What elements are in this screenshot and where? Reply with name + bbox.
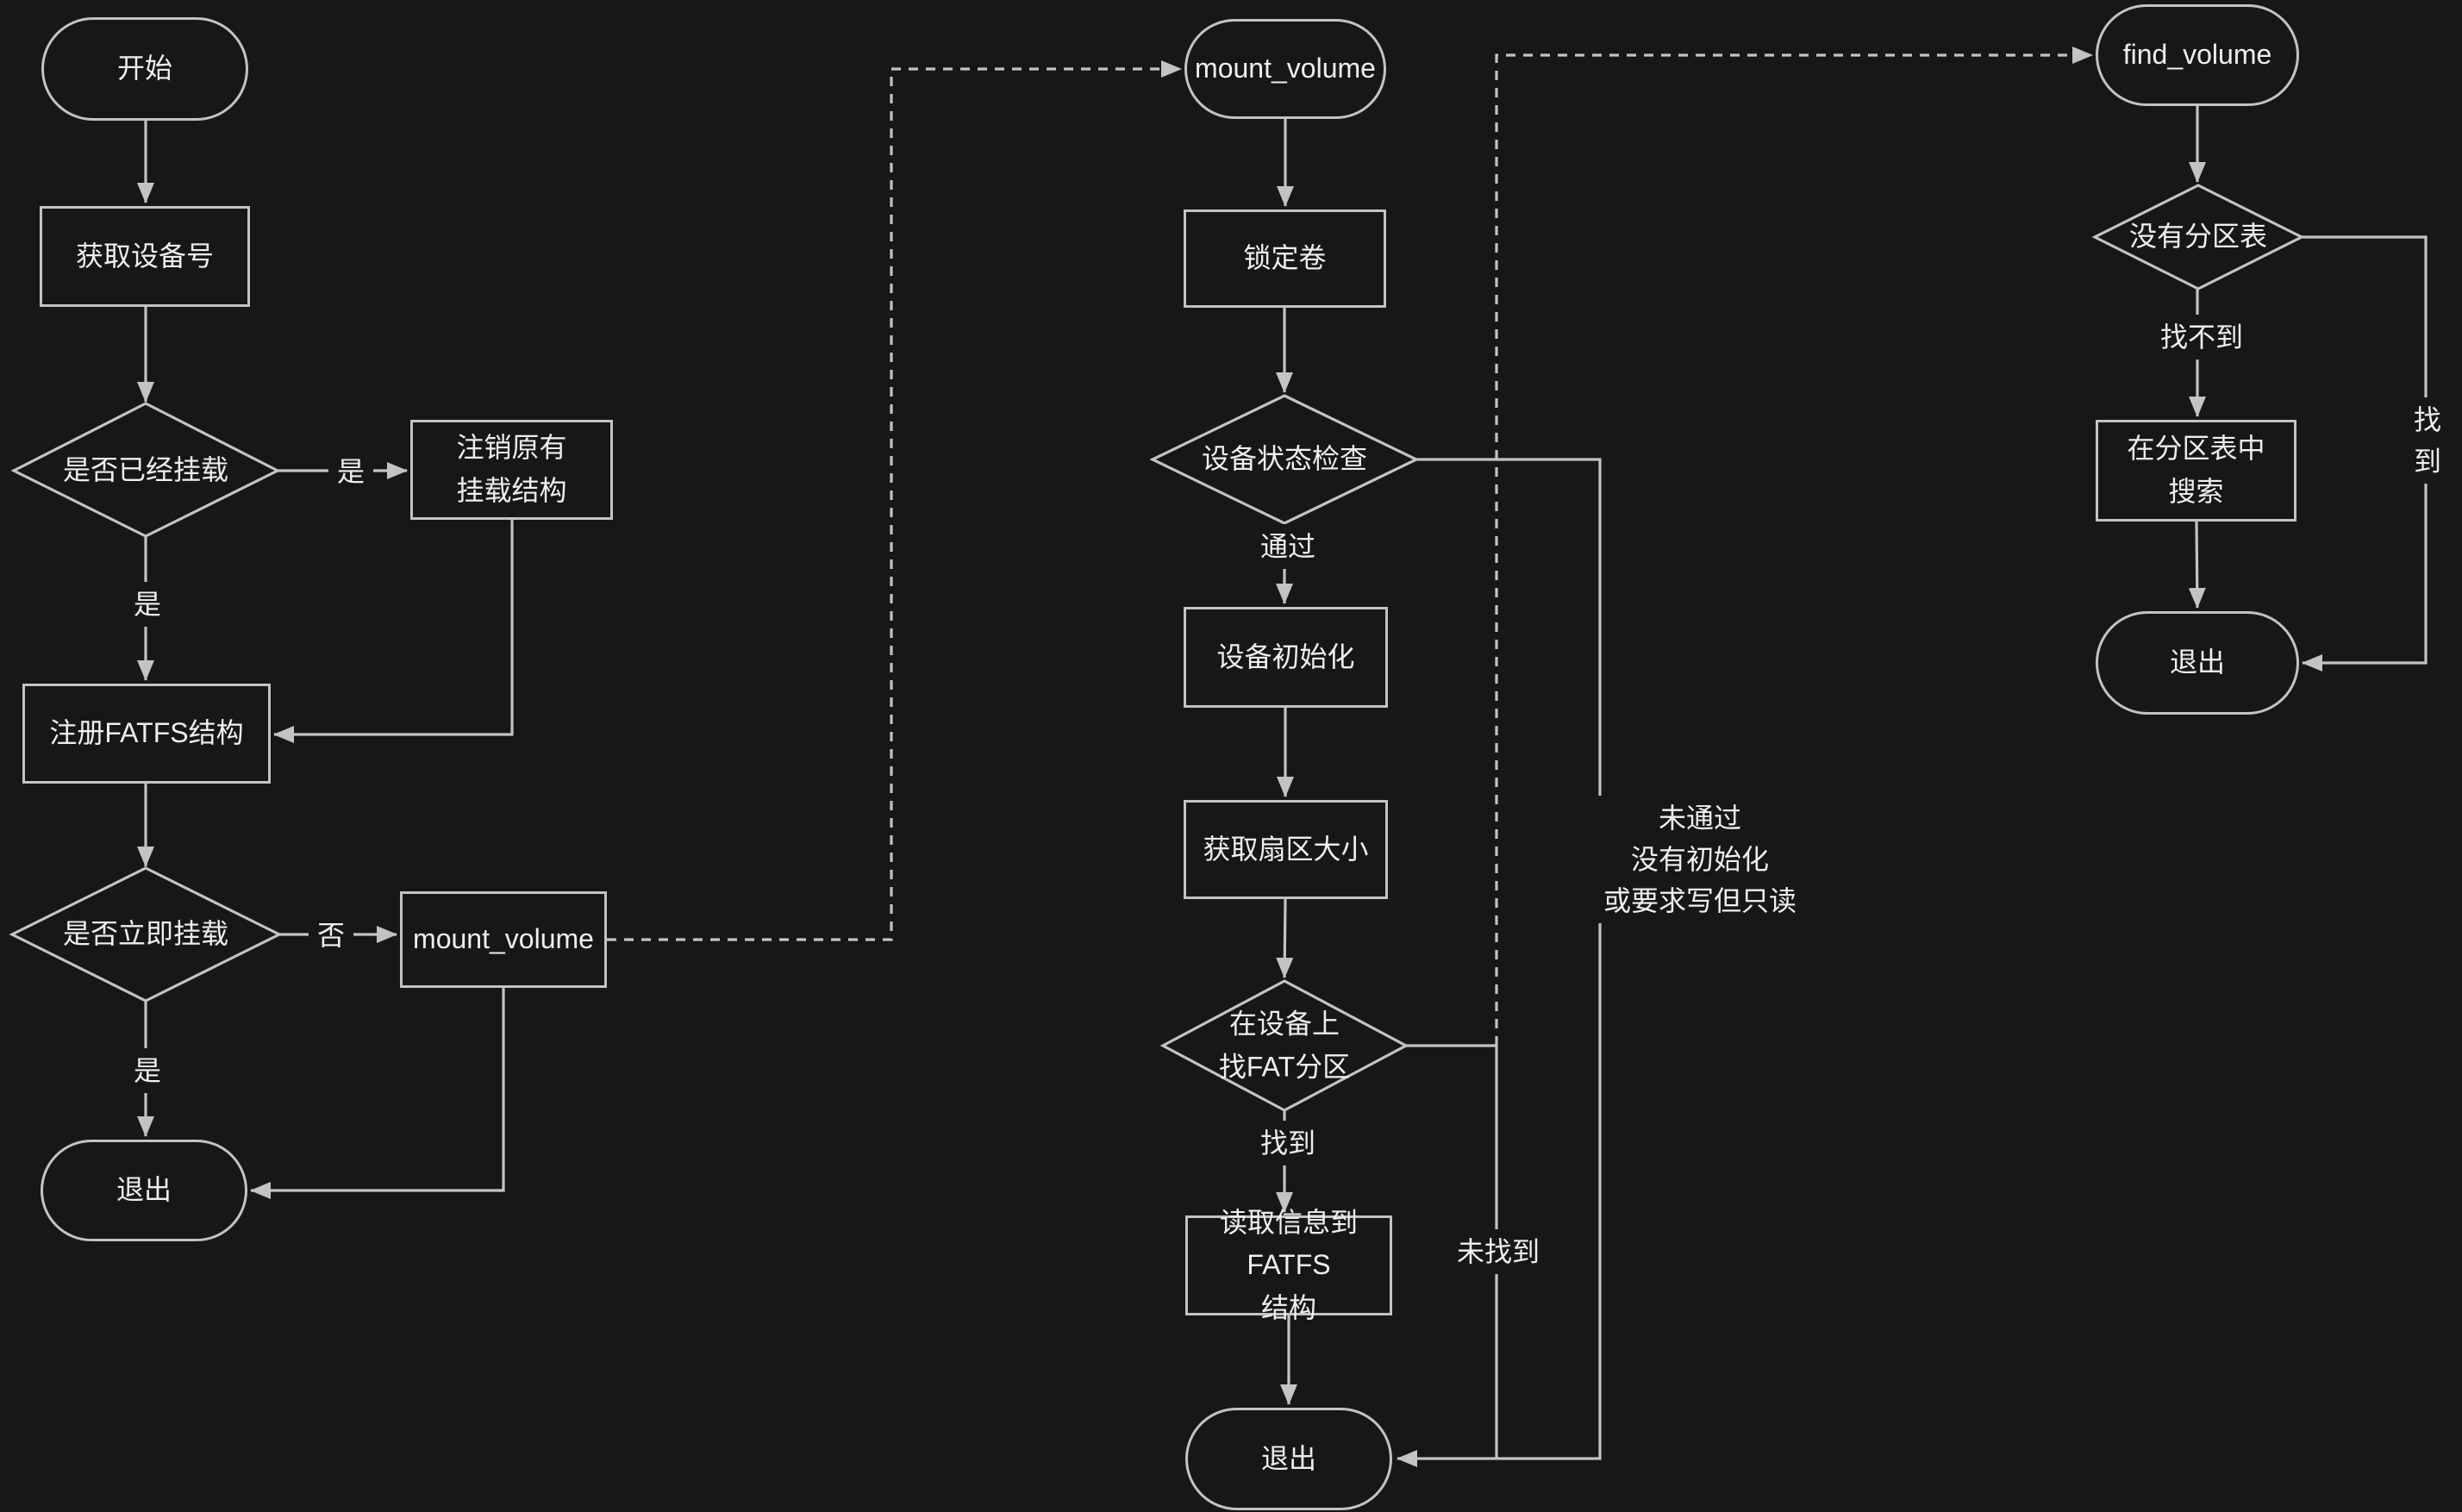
node-lock-volume: 锁定卷 — [1184, 209, 1386, 308]
node-exit-left: 退出 — [41, 1140, 247, 1241]
node-mount-volume-call: mount_volume — [400, 891, 607, 988]
edge-label-found-right: 找到 — [2404, 397, 2451, 484]
node-search-partition-table: 在分区表中 搜索 — [2096, 420, 2296, 522]
label-device-status-check: 设备状态检查 — [1201, 443, 1368, 475]
diamond-device-status-check — [1149, 394, 1420, 525]
diamond-already-mounted — [10, 402, 281, 538]
node-read-info-to-fatfs: 读取信息到FATFS 结构 — [1185, 1207, 1392, 1323]
edge-mount-call-to-mount-entry-dashed — [607, 60, 1182, 941]
node-device-init: 设备初始化 — [1184, 607, 1388, 708]
label-mount-now: 是否立即挂载 — [62, 918, 229, 950]
diamond-find-fat-partition — [1159, 979, 1409, 1112]
edge-label-fail-reason: 未通过 没有初始化 或要求写但只读 — [1594, 796, 1806, 923]
edge-status-check-fail-to-exit — [1397, 458, 1602, 1467]
node-unregister-old: 注销原有 挂载结构 — [410, 420, 613, 520]
edge-sector-size-to-find-fat — [1276, 898, 1294, 978]
edge-label-no-to-mount-call: 否 — [308, 913, 354, 958]
node-get-sector-size: 获取扇区大小 — [1184, 800, 1388, 899]
label-already-mounted: 是否已经挂载 — [62, 454, 229, 486]
edge-label-not-found-right: 找不到 — [2151, 315, 2253, 359]
edge-label-yes-to-register: 是 — [124, 582, 171, 627]
node-find-volume-entry: find_volume — [2096, 4, 2299, 106]
edge-label-not-found-mid: 未找到 — [1447, 1229, 1549, 1274]
node-start: 开始 — [41, 17, 248, 121]
edge-mount-call-to-exit — [250, 988, 505, 1199]
node-exit-right: 退出 — [2096, 611, 2299, 715]
edge-label-yes-to-unregister: 是 — [328, 449, 374, 494]
edge-label-pass: 通过 — [1251, 524, 1325, 569]
edge-search-to-exit — [2188, 521, 2206, 609]
node-exit-middle: 退出 — [1185, 1408, 1392, 1510]
diamond-no-partition-table — [2091, 184, 2305, 291]
edge-find-fat-to-find-volume-dashed — [1495, 47, 2093, 1046]
edge-label-yes-to-exit: 是 — [124, 1048, 171, 1093]
label-find-fat-partition: 在设备上 找FAT分区 — [1218, 1008, 1351, 1082]
edge-unregister-to-register — [273, 520, 514, 743]
edge-label-found-mid: 找到 — [1251, 1121, 1325, 1165]
diamond-mount-now — [9, 866, 283, 1003]
node-register-fatfs: 注册FATFS结构 — [22, 684, 271, 784]
node-get-device-id: 获取设备号 — [40, 206, 250, 307]
node-mount-volume-entry: mount_volume — [1184, 19, 1386, 119]
label-no-partition-table: 没有分区表 — [2128, 221, 2268, 253]
